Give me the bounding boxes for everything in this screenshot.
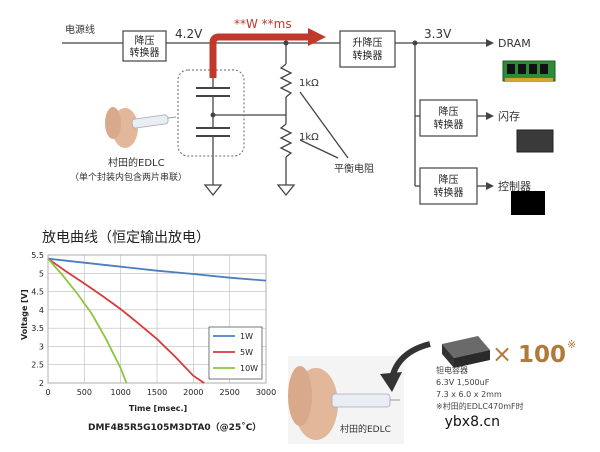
buck-converter-line1: 降压 (135, 34, 155, 47)
flash-label: 闪存 (498, 109, 520, 123)
x-tick-label: 3000 (256, 388, 276, 397)
edlc-photo-label: 村田的EDLC (340, 423, 391, 435)
flash-converter-line2: 转换器 (434, 118, 464, 131)
series-line-10w (47, 258, 128, 384)
ground-symbol (203, 184, 223, 197)
resistor-top-label: 1kΩ (299, 78, 319, 89)
buck-converter-line2: 转换器 (130, 46, 160, 59)
flash-chip-image (516, 129, 554, 153)
watermark-text: ybx8.cn (444, 414, 500, 430)
voltage-in-label: 4.2V (175, 27, 203, 41)
chart-title: 放电曲线（恒定输出放电） (42, 230, 210, 246)
hand-holding-edlc-photo (105, 107, 177, 148)
controller-converter-line1: 降压 (439, 173, 459, 186)
circuit-wires (62, 42, 488, 187)
hand-holding-edlc-photo-large (288, 356, 404, 444)
junction-dot (210, 112, 216, 118)
x-tick-label: 1000 (110, 388, 130, 397)
edlc-label: 村田的EDLC (108, 156, 165, 169)
y-tick-label: 3.5 (31, 324, 44, 333)
chart-legend: 1W 5W 10W (208, 326, 263, 380)
chart-x-axis-label: Time [msec.] (129, 404, 187, 413)
junction-dot (283, 40, 289, 46)
tantalum-capacitor-image (442, 336, 490, 368)
y-tick-label: 4.5 (31, 288, 44, 297)
series-line-1w (47, 257, 267, 282)
tantalum-spec-2: 7.3 x 6.0 x 2mm (436, 390, 502, 399)
multiplier-x: × (492, 340, 512, 368)
power-line-label: 电源线 (65, 23, 95, 36)
x-tick-label: 2500 (219, 388, 239, 397)
dram-label: DRAM (498, 37, 531, 50)
flash-converter-box (419, 99, 478, 137)
series-line-5w (47, 257, 205, 384)
controller-label: 控制器 (498, 179, 531, 193)
flash-arrowhead (486, 112, 494, 120)
legend-label-10w: 10W (240, 364, 258, 373)
y-tick-label: 2.5 (31, 361, 44, 370)
controller-arrowhead (486, 182, 494, 190)
junction-dot (412, 40, 418, 46)
flash-converter-line1: 降压 (439, 105, 459, 118)
chart-x-tick-labels: 0 500 1000 1500 2000 2500 3000 (45, 388, 276, 397)
x-tick-label: 1500 (147, 388, 167, 397)
legend-label-5w: 5W (240, 348, 253, 357)
x-tick-label: 2000 (183, 388, 203, 397)
tantalum-spec-1: 6.3V 1,500uF (436, 378, 490, 387)
legend-label-1w: 1W (240, 332, 253, 341)
boost-buck-converter-line2: 转换器 (353, 49, 383, 62)
buck-converter-box (122, 30, 167, 62)
dram-arrowhead (486, 39, 494, 47)
x-tick-label: 500 (77, 388, 92, 397)
controller-chip-image (511, 191, 545, 215)
chart-y-axis-label: Voltage [V] (20, 289, 29, 340)
dram-module-image (502, 60, 556, 82)
chart-series (47, 257, 267, 384)
controller-converter-box (419, 167, 478, 205)
y-tick-label: 5.5 (31, 251, 44, 260)
controller-converter-line2: 转换器 (434, 186, 464, 199)
tantalum-note: ※村田的EDLC470mF时 (436, 401, 524, 411)
chart-grid (47, 254, 267, 384)
x-tick-label: 0 (45, 388, 50, 397)
chart-y-tick-labels: 2 2.5 3 3.5 4 4.5 5 5.5 (31, 251, 44, 388)
boost-buck-converter-line1: 升降压 (353, 36, 383, 49)
balance-resistor-label: 平衡电阻 (334, 162, 374, 175)
power-flow-arrowhead (308, 28, 326, 46)
curved-arrow-head (380, 372, 402, 392)
y-tick-label: 2 (39, 379, 44, 388)
y-tick-label: 5 (39, 269, 44, 278)
chart-caption: DMF4B5R5G105M3DTA0（@25˚C） (88, 422, 261, 433)
tantalum-name: 钽电容器 (436, 365, 468, 375)
edlc-note: （单个封装内包含两片串联） (70, 171, 187, 183)
boost-buck-converter-box (339, 30, 396, 68)
multiplier-mark: ※ (567, 338, 576, 351)
edlc-symbol (196, 87, 230, 137)
voltage-out-label: 3.3V (424, 27, 452, 41)
multiplier-value: 100 (518, 342, 566, 368)
power-flow-arrow (209, 33, 310, 78)
edlc-package-outline (177, 69, 245, 157)
y-tick-label: 4 (39, 306, 44, 315)
flow-label: **W **ms (234, 17, 292, 31)
y-tick-label: 3 (39, 342, 44, 351)
ground-symbol (276, 184, 296, 197)
resistor-bottom-label: 1kΩ (299, 132, 319, 143)
